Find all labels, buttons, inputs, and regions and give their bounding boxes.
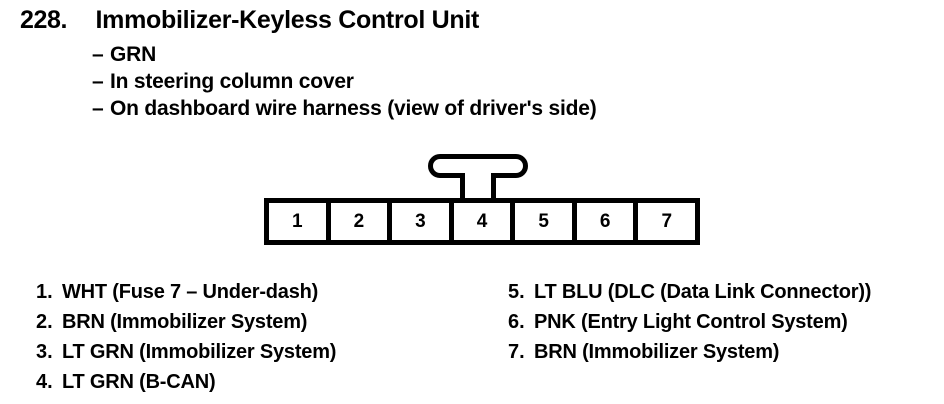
connector-cavity-3: 3 (392, 203, 449, 240)
cavity-number: 5 (538, 211, 549, 232)
legend-index: 2. (36, 311, 53, 333)
legend-label: LT BLU (DLC (Data Link Connector)) (534, 281, 872, 303)
bullet-list: – GRN – In steering column cover – On da… (92, 41, 912, 122)
bullet-text: On dashboard wire harness (view of drive… (110, 97, 597, 120)
cavity-number: 1 (292, 211, 303, 232)
legend-label: LT GRN (B-CAN) (62, 371, 216, 393)
bullet-item-location: – In steering column cover (92, 68, 912, 95)
legend-label: PNK (Entry Light Control System) (534, 311, 848, 333)
bullet-dash-icon: – (92, 97, 104, 120)
connector-cavity-4: 4 (453, 203, 511, 240)
bullet-text: GRN (110, 43, 157, 66)
legend-label: LT GRN (Immobilizer System) (62, 341, 337, 363)
connector-cavity-7: 7 (638, 203, 696, 240)
bullet-item-color: – GRN (92, 41, 912, 68)
cavity-number: 2 (353, 211, 365, 232)
title-row: 228. Immobilizer-Keyless Control Unit (20, 6, 479, 35)
cavity-number: 4 (476, 211, 488, 232)
bullet-dash-icon: – (92, 70, 104, 93)
legend-item-5: 5. LT BLU (DLC (Data Link Connector)) (508, 277, 938, 307)
legend-index: 3. (36, 341, 53, 363)
connector-diagram: 1 2 3 4 5 6 7 (264, 153, 700, 245)
legend-label: WHT (Fuse 7 – Under-dash) (62, 281, 319, 303)
connector-cavity-6: 6 (576, 203, 634, 240)
entry-number: 228. (20, 6, 68, 34)
legend-item-1: 1. WHT (Fuse 7 – Under-dash) (36, 277, 506, 307)
legend-column-right: 5. LT BLU (DLC (Data Link Connector)) 6.… (508, 277, 938, 367)
pin-legend: 1. WHT (Fuse 7 – Under-dash) 2. BRN (Imm… (0, 277, 944, 404)
latch-tab-neck (460, 173, 496, 199)
legend-index: 7. (508, 341, 525, 363)
legend-column-left: 1. WHT (Fuse 7 – Under-dash) 2. BRN (Imm… (36, 277, 506, 397)
cavity-number: 6 (599, 211, 611, 232)
connector-cavity-2: 2 (330, 203, 388, 240)
connector-cavity-5: 5 (515, 203, 572, 240)
legend-item-6: 6. PNK (Entry Light Control System) (508, 307, 938, 337)
legend-item-3: 3. LT GRN (Immobilizer System) (36, 337, 506, 367)
bullet-dash-icon: – (92, 43, 104, 66)
connector-latch-tab-icon (264, 153, 700, 201)
legend-item-2: 2. BRN (Immobilizer System) (36, 307, 506, 337)
legend-index: 5. (508, 281, 525, 303)
legend-label: BRN (Immobilizer System) (534, 341, 780, 363)
legend-label: BRN (Immobilizer System) (62, 311, 308, 333)
cavity-number: 7 (661, 211, 673, 232)
legend-index: 6. (508, 311, 525, 333)
legend-item-7: 7. BRN (Immobilizer System) (508, 337, 938, 367)
connector-body: 1 2 3 4 5 6 7 (264, 198, 700, 245)
legend-item-4: 4. LT GRN (B-CAN) (36, 367, 506, 397)
cavity-number: 3 (415, 211, 426, 232)
bullet-text: In steering column cover (110, 70, 354, 93)
page-title: Immobilizer-Keyless Control Unit (95, 6, 480, 34)
connector-cavity-1: 1 (269, 203, 326, 240)
legend-index: 1. (36, 281, 53, 303)
bullet-item-harness: – On dashboard wire harness (view of dri… (92, 95, 912, 122)
legend-index: 4. (36, 371, 53, 393)
